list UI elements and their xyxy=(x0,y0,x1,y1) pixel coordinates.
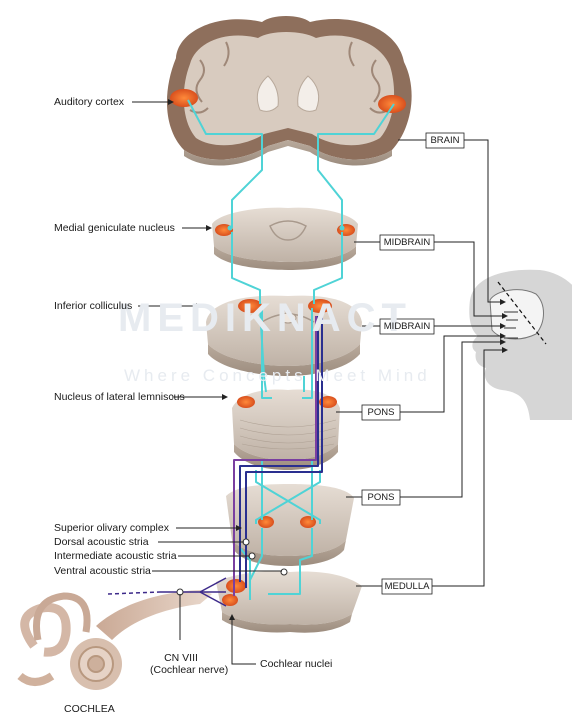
watermark-tagline: Where Concepts Meet Mind xyxy=(124,366,431,386)
region-midbrain-lower: MIDBRAIN xyxy=(380,321,434,333)
label-medial-geniculate: Medial geniculate nucleus xyxy=(54,222,175,234)
label-cochlear-nuclei: Cochlear nuclei xyxy=(260,658,332,670)
label-intermediate-stria: Intermediate acoustic stria xyxy=(54,550,177,562)
label-nucleus-lateral-lemniscus: Nucleus of lateral lemniscus xyxy=(54,391,185,403)
label-cn-viii: CN VIII (Cochlear nerve) xyxy=(150,652,212,676)
region-midbrain-upper: MIDBRAIN xyxy=(380,237,434,249)
label-inferior-colliculus: Inferior colliculus xyxy=(54,300,132,312)
region-brain: BRAIN xyxy=(426,135,464,147)
brain-section xyxy=(167,16,412,166)
watermark-brand: MEDIKNACT xyxy=(118,296,412,341)
label-cn-viii-line1: CN VIII xyxy=(150,652,212,664)
label-superior-olivary: Superior olivary complex xyxy=(54,522,169,534)
medulla-section xyxy=(216,571,362,632)
label-cn-viii-line2: (Cochlear nerve) xyxy=(150,664,212,676)
label-cochlea: COCHLEA xyxy=(64,703,115,715)
region-pons-upper: PONS xyxy=(362,407,400,419)
head-silhouette xyxy=(469,270,572,420)
label-ventral-stria: Ventral acoustic stria xyxy=(54,565,151,577)
pons-upper-section xyxy=(232,390,340,470)
label-dorsal-stria: Dorsal acoustic stria xyxy=(54,536,149,548)
region-pons-lower: PONS xyxy=(362,492,400,504)
midbrain-mgn-section xyxy=(212,208,358,270)
region-medulla: MEDULLA xyxy=(382,581,432,593)
label-auditory-cortex: Auditory cortex xyxy=(54,96,124,108)
region-label-boxes xyxy=(362,133,464,594)
